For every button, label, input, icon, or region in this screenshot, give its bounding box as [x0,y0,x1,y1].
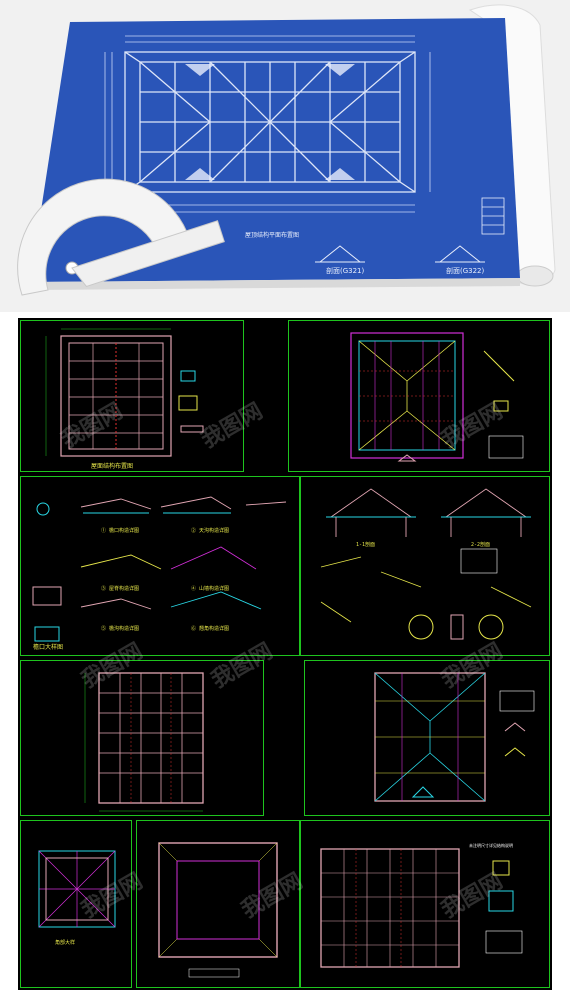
panel-9-note: 未注明尺寸详见结构说明 [469,843,513,848]
roof-plan-drawing [158,842,278,978]
section-label-left: 剖面(G321) [326,267,365,275]
sections-drawing [320,488,532,640]
panel-corner-detail: 角部大样 [20,820,132,988]
panel-roof-beam-layout [20,660,264,816]
roof-purlin-drawing [374,672,535,802]
panel-foundation-layout: 未注明尺寸详见结构说明 [300,820,550,988]
blueprint-illustration [17,4,556,296]
section-label-right: 剖面(G322) [446,267,485,275]
panel-roof-steel-plan [288,320,550,472]
panel-4-caption: 1-1剖面 [356,542,376,548]
panel-3-caption: 檐口大样图 [33,644,64,651]
foundation-drawing [320,848,523,968]
hero-blueprint-mockup: 屋顶结构平面布置图 剖面(G321) 剖面(G322) [0,0,570,312]
detail-label-5: ⑤ 檐沟构造详图 [101,626,140,632]
eave-details-drawing [32,496,287,642]
panel-roof-purlin-layout [304,660,550,816]
detail-label-4: ④ 山墙构造详图 [191,586,230,592]
roof-steel-plan-drawing [350,332,524,462]
detail-label-1: ① 檐口构造详图 [101,528,140,534]
roof-structure-drawing [45,328,204,457]
detail-label-6: ⑥ 翘角构造详图 [191,626,230,632]
panel-roof-plan [136,820,300,988]
panel-sections: 1-1剖面 2-2剖面 [300,476,550,656]
cad-drawing-sheets: 屋面结构布置图 [18,318,552,990]
panel-roof-structure-layout: 屋面结构布置图 [20,320,244,472]
corner-detail-drawing [38,850,116,928]
panel-eave-details: ① 檐口构造详图 ② 天沟构造详图 ③ 屋脊构造详图 ④ 山墙构造详图 ⑤ 檐沟… [20,476,300,656]
detail-label-3: ③ 屋脊构造详图 [101,586,140,592]
detail-label-2: ② 天沟构造详图 [191,528,230,534]
roof-beam-drawing [84,672,204,812]
panel-4-sub-caption: 2-2剖面 [471,542,491,548]
plan-title-label: 屋顶结构平面布置图 [245,232,300,239]
panel-1-caption: 屋面结构布置图 [91,463,134,470]
panel-7-caption: 角部大样 [55,940,76,946]
